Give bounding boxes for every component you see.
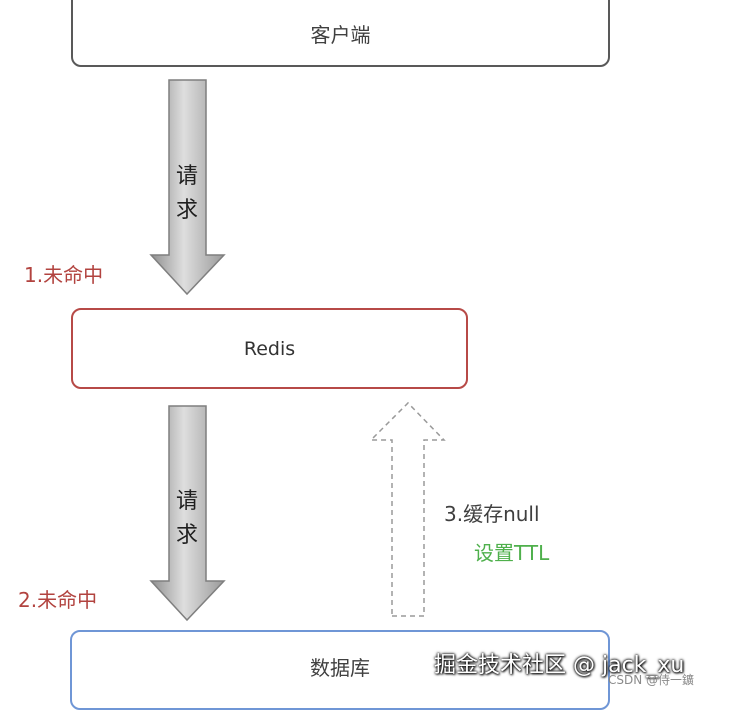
request-arrow-1 xyxy=(149,79,226,296)
request-arrow-2 xyxy=(149,405,226,622)
set-ttl-label: 设置TTL xyxy=(474,541,550,565)
client-node: 客户端 xyxy=(71,0,610,67)
cache-null-arrow xyxy=(369,401,446,617)
watermark-main: 掘金技术社区 @ jack_xu xyxy=(434,653,685,678)
miss-label-2: 2.未命中 xyxy=(18,588,98,612)
database-label: 数据库 xyxy=(310,655,370,680)
watermark-csdn: CSDN @侍一鑛 xyxy=(608,673,695,687)
request-label-1: 请求 xyxy=(175,164,198,223)
request-label-2: 请求 xyxy=(175,489,198,548)
redis-label: Redis xyxy=(243,337,296,360)
cache-null-label: 3.缓存null xyxy=(444,502,540,526)
miss-label-1: 1.未命中 xyxy=(24,263,104,287)
redis-node: Redis xyxy=(71,308,468,389)
client-label: 客户端 xyxy=(310,23,371,47)
